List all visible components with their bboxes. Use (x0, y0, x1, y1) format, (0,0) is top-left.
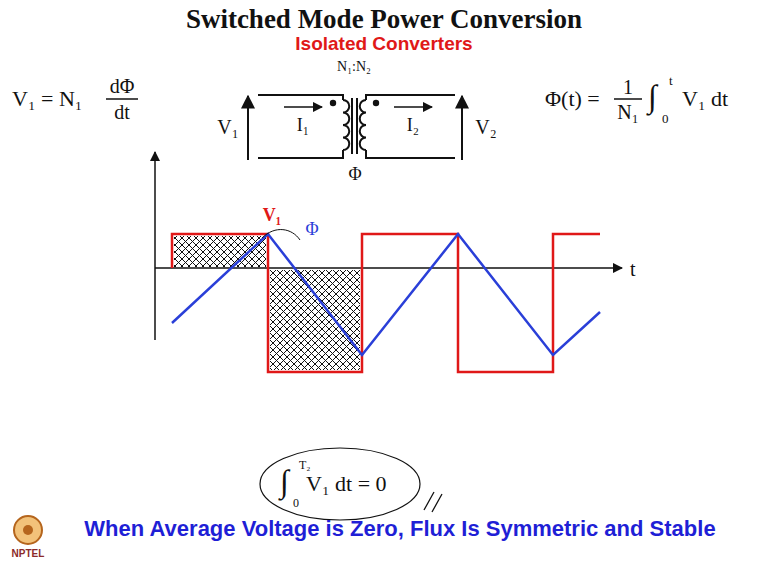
fraction-denominator: N₁ (617, 102, 638, 122)
polarity-dot (330, 100, 336, 106)
hatched-area (174, 236, 266, 267)
equation-text: V₁ = N₁ (12, 88, 83, 110)
core-line (351, 98, 353, 154)
integral-limit: 0 (293, 497, 299, 509)
turns-ratio: N₁:N₂ (337, 60, 371, 74)
voltage-label: V₁ (217, 117, 238, 137)
polarity-dot (373, 100, 379, 106)
voltage-waveform (172, 234, 600, 372)
pen-mark (424, 492, 442, 512)
primary-wire (258, 95, 343, 158)
slide-title: Switched Mode Power Conversion (0, 6, 768, 33)
voltage-label: V₂ (475, 117, 496, 137)
integral-limit: T₂ (299, 459, 311, 471)
fraction-bar (614, 98, 642, 100)
equation-text: Φ(t) = (545, 88, 600, 110)
current-label: I₁ (297, 116, 309, 134)
voltage-arrow (247, 96, 249, 160)
waveform-label: V₁ (263, 206, 281, 224)
axis-label: t (630, 259, 636, 279)
fraction-numerator: dΦ (110, 76, 135, 96)
slide-caption: When Average Voltage is Zero, Flux Is Sy… (80, 516, 720, 542)
integral-sign: ∫ (280, 465, 289, 497)
waveform-label: Φ (305, 220, 318, 238)
current-arrow (394, 106, 432, 108)
flux-label: Φ (348, 165, 361, 183)
logo-text: NPTEL (12, 549, 45, 559)
equation-text: V₁ dt = 0 (306, 473, 387, 495)
hatched-area (270, 270, 360, 370)
primary-coil (343, 100, 349, 150)
secondary-coil (360, 100, 366, 150)
logo-emblem (14, 516, 42, 544)
logo-emblem (23, 525, 33, 535)
pen-circle (260, 448, 420, 520)
equation-text: V₁ dt (682, 88, 728, 110)
integral-sign: ∫ (648, 80, 657, 112)
pen-mark (262, 230, 300, 240)
integral-limit: 0 (662, 112, 669, 125)
flux-waveform (172, 234, 600, 355)
core-line (356, 98, 358, 154)
fraction-numerator: 1 (623, 77, 633, 97)
integral-limit: t (669, 74, 673, 87)
voltage-arrow (461, 96, 463, 160)
current-label: I₂ (407, 116, 419, 134)
fraction-bar (106, 98, 138, 100)
y-axis (154, 152, 156, 340)
current-arrow (284, 106, 322, 108)
subtitle: Isolated Converters (295, 34, 472, 53)
fraction-denominator: dt (114, 102, 130, 122)
transformer-circuit (248, 95, 462, 160)
secondary-wire (366, 95, 455, 158)
